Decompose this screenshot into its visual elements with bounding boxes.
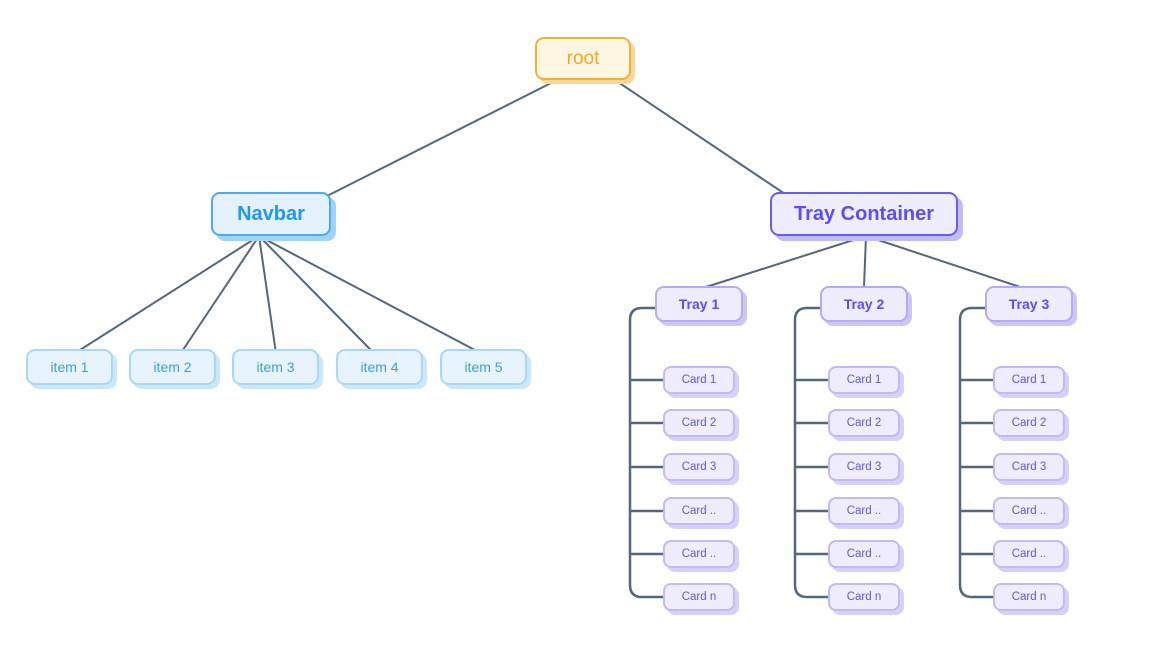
node-tray-2-card-2[interactable]: Card 2 <box>828 409 900 437</box>
node-tray-1[interactable]: Tray 1 <box>655 286 743 322</box>
node-tray-3-card-3[interactable]: Card 3 <box>993 453 1065 481</box>
node-tray-2-card-1[interactable]: Card 1 <box>828 366 900 394</box>
node-tray-1-card-6[interactable]: Card n <box>663 583 735 611</box>
node-card-label: Card 3 <box>1011 461 1047 473</box>
node-tray-container-label: Tray Container <box>793 202 935 225</box>
node-tray-1-card-4[interactable]: Card .. <box>663 497 735 525</box>
node-tray-3-card-2[interactable]: Card 2 <box>993 409 1065 437</box>
edge-navbar-item-2 <box>182 235 260 351</box>
node-tray-1-card-1[interactable]: Card 1 <box>663 366 735 394</box>
node-card-label: Card .. <box>1011 505 1047 517</box>
node-card-label: Card n <box>1011 591 1047 603</box>
edge-navbar-item-5 <box>258 235 476 351</box>
node-tray-3-card-6[interactable]: Card n <box>993 583 1065 611</box>
node-card-label: Card .. <box>846 548 882 560</box>
edge-navbar-item-3 <box>258 235 277 351</box>
node-tray-3[interactable]: Tray 3 <box>985 286 1073 322</box>
node-tray-3-card-5[interactable]: Card .. <box>993 540 1065 568</box>
node-tray-2-card-4[interactable]: Card .. <box>828 497 900 525</box>
node-card-label: Card 2 <box>681 417 717 429</box>
node-tray-label: Tray 1 <box>678 296 720 312</box>
node-card-label: Card 1 <box>846 374 882 386</box>
node-card-label: Card 3 <box>846 461 882 473</box>
node-nav-item-label: item 2 <box>153 359 192 375</box>
edge-tray-container-tray-1 <box>705 235 867 288</box>
spine-tray-2 <box>793 306 830 599</box>
node-card-label: Card 1 <box>1011 374 1047 386</box>
node-tray-label: Tray 3 <box>1008 296 1050 312</box>
node-tray-1-card-5[interactable]: Card .. <box>663 540 735 568</box>
node-root-label: root <box>566 47 600 69</box>
node-nav-item-3[interactable]: item 3 <box>232 349 319 385</box>
node-tray-3-card-1[interactable]: Card 1 <box>993 366 1065 394</box>
node-tray-2[interactable]: Tray 2 <box>820 286 908 322</box>
node-tray-container[interactable]: Tray Container <box>770 192 958 236</box>
node-navbar-label: Navbar <box>237 202 305 225</box>
node-nav-item-1[interactable]: item 1 <box>26 349 113 385</box>
node-root[interactable]: root <box>535 37 631 80</box>
node-nav-item-5[interactable]: item 5 <box>440 349 527 385</box>
edge-tray-container-tray-3 <box>865 235 1021 288</box>
edge-navbar-item-4 <box>258 235 372 351</box>
node-tray-1-card-3[interactable]: Card 3 <box>663 453 735 481</box>
node-card-label: Card 2 <box>846 417 882 429</box>
node-tray-2-card-5[interactable]: Card .. <box>828 540 900 568</box>
node-tray-3-card-4[interactable]: Card .. <box>993 497 1065 525</box>
node-card-label: Card .. <box>681 505 717 517</box>
node-card-label: Card .. <box>681 548 717 560</box>
edge-navbar-item-1 <box>79 235 260 351</box>
edge-root-navbar <box>326 79 558 197</box>
edge-root-tray-container <box>614 79 789 197</box>
spine-tray-1 <box>628 306 665 599</box>
node-nav-item-label: item 3 <box>256 359 295 375</box>
node-nav-item-2[interactable]: item 2 <box>129 349 216 385</box>
node-card-label: Card .. <box>1011 548 1047 560</box>
spine-tray-3 <box>958 306 995 599</box>
node-nav-item-label: item 4 <box>360 359 399 375</box>
node-card-label: Card .. <box>846 505 882 517</box>
node-card-label: Card n <box>681 591 717 603</box>
node-card-label: Card n <box>846 591 882 603</box>
node-card-label: Card 2 <box>1011 417 1047 429</box>
node-tray-2-card-3[interactable]: Card 3 <box>828 453 900 481</box>
node-navbar[interactable]: Navbar <box>211 192 331 236</box>
edge-tray-container-tray-2 <box>863 235 867 288</box>
node-card-label: Card 1 <box>681 374 717 386</box>
node-nav-item-label: item 1 <box>50 359 89 375</box>
node-tray-2-card-6[interactable]: Card n <box>828 583 900 611</box>
node-nav-item-label: item 5 <box>464 359 503 375</box>
node-nav-item-4[interactable]: item 4 <box>336 349 423 385</box>
node-tray-label: Tray 2 <box>843 296 885 312</box>
node-tray-1-card-2[interactable]: Card 2 <box>663 409 735 437</box>
node-card-label: Card 3 <box>681 461 717 473</box>
